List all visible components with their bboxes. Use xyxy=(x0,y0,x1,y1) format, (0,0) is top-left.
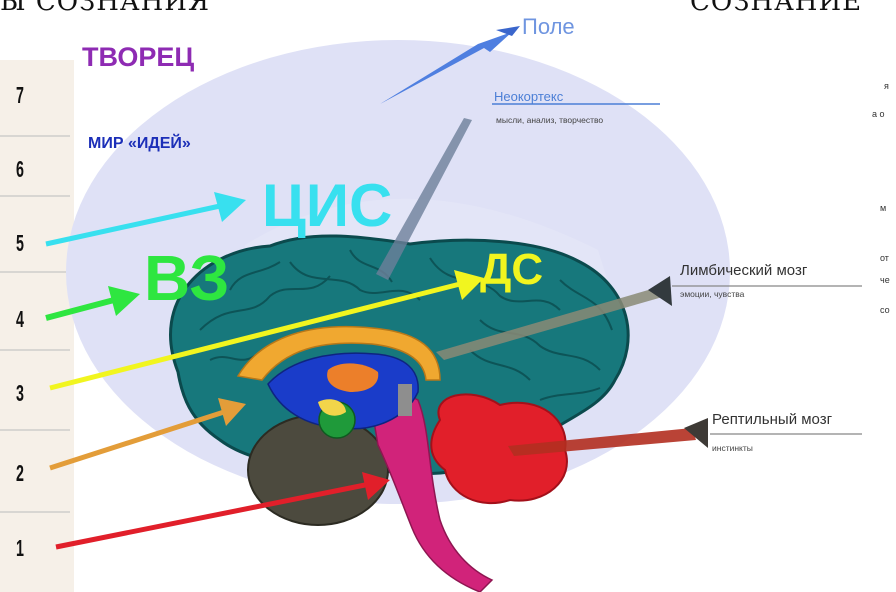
grey-column xyxy=(398,384,412,416)
brain xyxy=(171,236,629,592)
callout-reptile-title: Рептильный мозг xyxy=(712,412,832,427)
level-6: 6 xyxy=(16,158,24,181)
label-tsis: ЦИС xyxy=(262,176,392,236)
label-vz: ВЗ xyxy=(144,246,229,310)
side-fragment-5: че xyxy=(880,276,890,285)
label-mir-idei: МИР «ИДЕЙ» xyxy=(88,136,191,152)
level-4: 4 xyxy=(16,308,24,331)
label-tvorets: ТВОРЕЦ xyxy=(82,44,194,71)
callout-neocortex-title: Неокортекс xyxy=(494,90,563,103)
callout-limbic-title: Лимбический мозг xyxy=(680,263,807,278)
callout-pole: Поле xyxy=(522,16,575,38)
side-fragment-4: от xyxy=(880,254,889,263)
side-fragment-3: м xyxy=(880,204,886,213)
level-2: 2 xyxy=(16,462,24,485)
level-5: 5 xyxy=(16,232,24,255)
side-fragment-6: со xyxy=(880,306,890,315)
side-fragment-2: а о xyxy=(872,110,885,119)
header-left: Ы СОЗНАНИЯ xyxy=(0,0,210,15)
cerebellum xyxy=(248,415,388,525)
level-7: 7 xyxy=(16,84,24,107)
callout-limbic-sub: эмоции, чувства xyxy=(680,290,744,299)
side-fragment-1: я xyxy=(884,82,889,91)
callout-neocortex-sub: мысли, анализ, творчество xyxy=(496,116,603,125)
header-right: СОЗНАНИЕ xyxy=(690,0,862,15)
level-1: 1 xyxy=(16,537,24,560)
level-3: 3 xyxy=(16,382,24,405)
label-ds: ДС xyxy=(480,248,543,292)
callout-reptile-sub: инстинкты xyxy=(712,444,753,453)
